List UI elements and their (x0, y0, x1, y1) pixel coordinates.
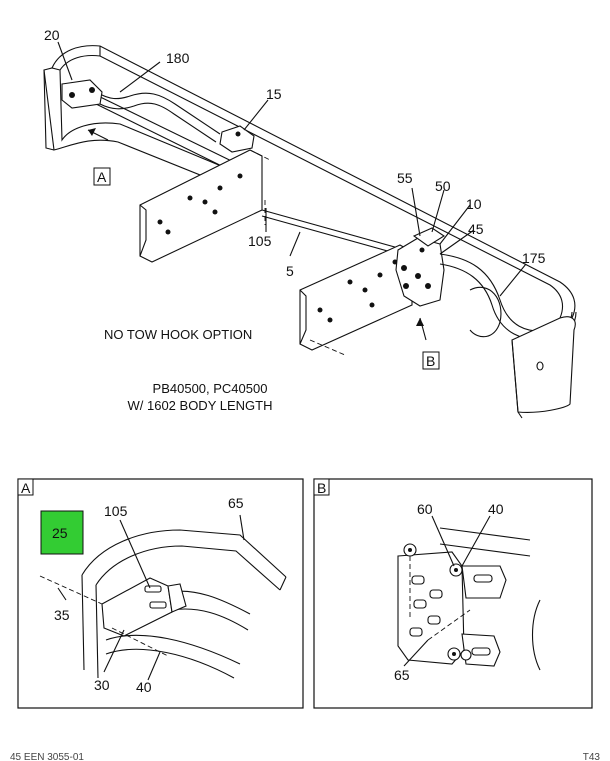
rod-5 (261, 209, 421, 255)
detail-a-callout-65: 65 (228, 495, 244, 511)
detail-a-callout-30: 30 (94, 677, 110, 693)
bumper-right-end (511, 316, 576, 413)
tube-175 (439, 253, 573, 332)
detail-b-callout-60: 60 (417, 501, 433, 517)
callout-20: 20 (44, 27, 60, 43)
detail-b-label: B (317, 480, 326, 496)
detail-a-panel: A 25 105 65 35 30 40 (17, 478, 304, 709)
tube-180 (95, 91, 221, 135)
bumper-left-end (43, 67, 251, 196)
callout-55: 55 (397, 170, 413, 186)
footer-left: 45 EEN 3055-01 (10, 752, 84, 761)
detail-a-callout-35: 35 (54, 607, 70, 623)
clamp-15 (219, 125, 255, 153)
callout-45: 45 (468, 221, 484, 237)
callout-10: 10 (466, 196, 482, 212)
view-ref-b: B (422, 351, 440, 370)
callout-105: 105 (248, 233, 272, 249)
model-line-2: W/ 1602 BODY LENGTH (128, 398, 273, 413)
view-ref-a-label: A (97, 169, 107, 185)
callout-15: 15 (266, 86, 282, 102)
detail-a-callout-40: 40 (136, 679, 152, 695)
view-ref-b-label: B (426, 353, 435, 369)
detail-a-label: A (21, 480, 31, 496)
part-25-highlight (40, 510, 84, 555)
callout-175: 175 (522, 250, 546, 266)
main-callouts: 20 180 15 105 5 55 50 10 45 175 A B NO T… (44, 27, 546, 413)
no-tow-hook-note: NO TOW HOOK OPTION (104, 327, 252, 342)
detail-a-callout-25: 25 (52, 525, 68, 541)
callout-5: 5 (286, 263, 294, 279)
bumper-top-rail (51, 45, 576, 319)
detail-b-panel: B 60 40 65 (313, 478, 593, 709)
callout-50: 50 (435, 178, 451, 194)
callout-180: 180 (166, 50, 190, 66)
bracket-20 (61, 79, 103, 109)
model-line-1: PB40500, PC40500 (153, 381, 268, 396)
detail-b-callout-65: 65 (394, 667, 410, 683)
detail-b-callout-40: 40 (488, 501, 504, 517)
view-ref-a: A (93, 167, 111, 186)
detail-a-callout-105: 105 (104, 503, 128, 519)
footer-right: T43 (583, 752, 601, 761)
main-exploded-view (43, 41, 577, 419)
